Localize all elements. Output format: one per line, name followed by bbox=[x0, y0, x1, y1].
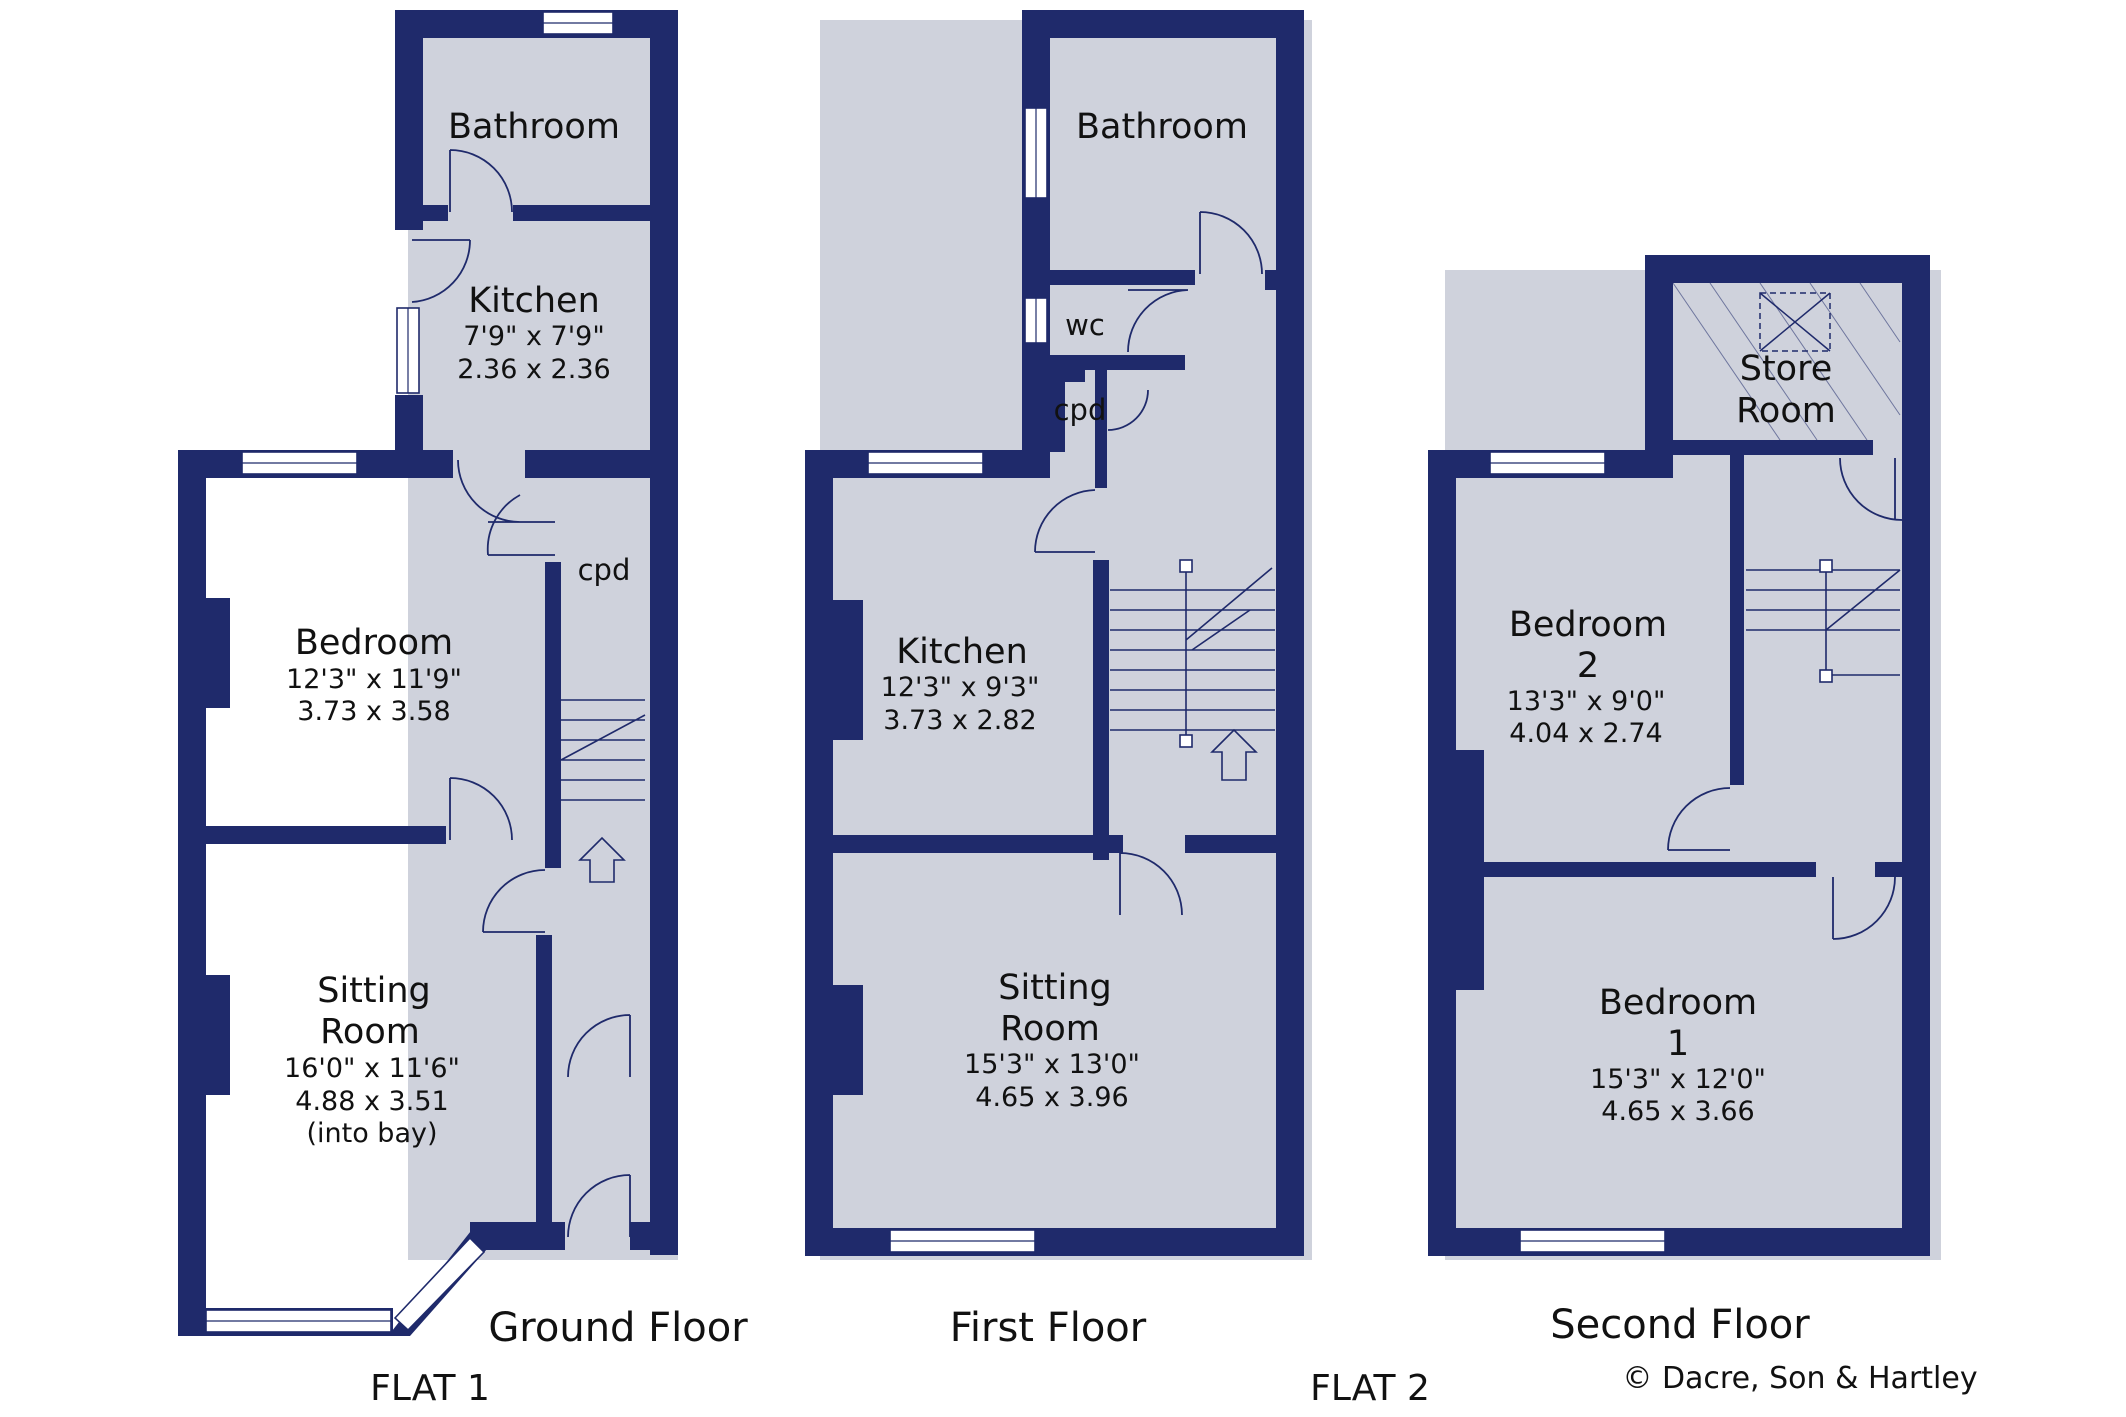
ff-sitting-room-imperial: 15'3" x 13'0" bbox=[964, 1049, 1140, 1080]
sf-bedroom2-label-2: 2 bbox=[1577, 646, 1599, 686]
gf-kitchen-metric: 2.36 x 2.36 bbox=[457, 354, 610, 385]
gf-bedroom-label: Bedroom bbox=[295, 623, 453, 663]
sf-bedroom2-label-1: Bedroom bbox=[1509, 605, 1667, 645]
ff-sitting-room-label-2: Room bbox=[1000, 1009, 1100, 1049]
flat2-label: FLAT 2 bbox=[1310, 1368, 1430, 1409]
gf-bedroom-imperial: 12'3" x 11'9" bbox=[286, 664, 462, 695]
ground-floor-title: Ground Floor bbox=[488, 1305, 748, 1351]
first-floor-title: First Floor bbox=[950, 1305, 1147, 1351]
sf-bedroom2-metric: 4.04 x 2.74 bbox=[1509, 718, 1662, 749]
gf-cpd-label: cpd bbox=[578, 553, 631, 587]
gf-sitting-room-note: (into bay) bbox=[306, 1118, 437, 1149]
second-floor-title: Second Floor bbox=[1550, 1302, 1810, 1348]
gf-bedroom-metric: 3.73 x 3.58 bbox=[297, 696, 450, 727]
ff-wc-label: wc bbox=[1065, 308, 1105, 342]
ff-kitchen-metric: 3.73 x 2.82 bbox=[883, 705, 1036, 736]
sf-bedroom1-imperial: 15'3" x 12'0" bbox=[1590, 1064, 1766, 1095]
ff-kitchen-label: Kitchen bbox=[896, 632, 1028, 672]
ff-sitting-room-label-1: Sitting bbox=[998, 968, 1112, 1008]
gf-sitting-room-label-1: Sitting bbox=[317, 971, 431, 1011]
gf-kitchen-label: Kitchen bbox=[468, 281, 600, 321]
ff-cpd-label: cpd bbox=[1054, 393, 1107, 427]
ground-floor-plan bbox=[178, 10, 678, 1336]
sf-bedroom1-metric: 4.65 x 3.66 bbox=[1601, 1096, 1754, 1127]
first-floor-plan bbox=[805, 10, 1312, 1260]
sf-bedroom1-label-2: 1 bbox=[1667, 1024, 1689, 1064]
second-floor-plan bbox=[1428, 255, 1941, 1260]
sf-store-room-label-2: Room bbox=[1736, 391, 1836, 431]
sf-bedroom1-label-1: Bedroom bbox=[1599, 983, 1757, 1023]
ff-bathroom-label: Bathroom bbox=[1076, 107, 1248, 147]
copyright-text: © Dacre, Son & Hartley bbox=[1622, 1361, 1977, 1396]
store-room-hatching bbox=[1672, 282, 1901, 441]
sf-bedroom2-imperial: 13'3" x 9'0" bbox=[1507, 686, 1666, 717]
gf-sitting-room-label-2: Room bbox=[320, 1012, 420, 1052]
flat1-label: FLAT 1 bbox=[370, 1368, 490, 1409]
gf-kitchen-imperial: 7'9" x 7'9" bbox=[463, 321, 605, 352]
gf-sitting-room-imperial: 16'0" x 11'6" bbox=[284, 1053, 460, 1084]
ff-kitchen-imperial: 12'3" x 9'3" bbox=[881, 672, 1040, 703]
sf-store-room-label-1: Store bbox=[1740, 349, 1833, 389]
ff-sitting-room-metric: 4.65 x 3.96 bbox=[975, 1082, 1128, 1113]
gf-sitting-room-metric: 4.88 x 3.51 bbox=[295, 1086, 448, 1117]
gf-bathroom-label: Bathroom bbox=[448, 107, 620, 147]
